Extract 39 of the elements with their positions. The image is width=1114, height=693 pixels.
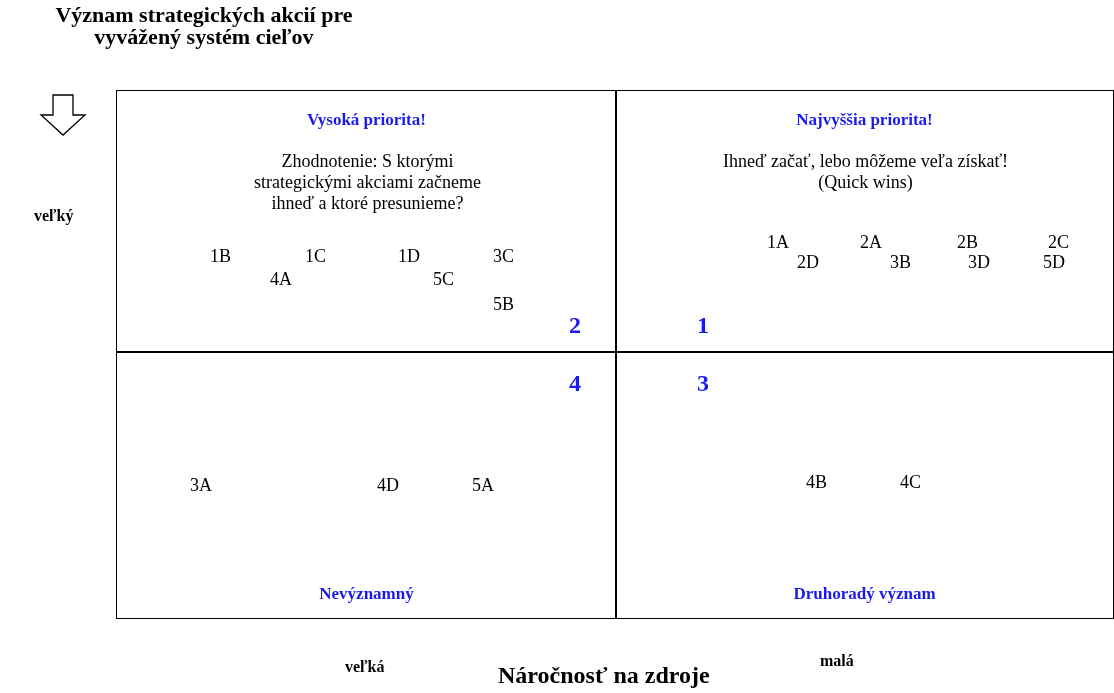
quadrant-box [615, 90, 1114, 353]
item-code: 3D [968, 252, 990, 273]
item-code: 4B [806, 472, 827, 493]
item-code: 4A [270, 269, 292, 290]
axis-title: Náročnosť na zdroje [498, 662, 710, 689]
axis-label: veľká [345, 658, 385, 676]
item-code: 1B [210, 246, 231, 267]
quadrant-box [116, 351, 617, 619]
item-code: 5D [1043, 252, 1065, 273]
quadrant-heading: Druhoradý význam [792, 583, 937, 604]
item-code: 4D [377, 475, 399, 496]
item-code: 2B [957, 232, 978, 253]
quadrant-heading: Najvyššia priorita! [795, 109, 934, 130]
item-code: 4C [900, 472, 921, 493]
quadrant-description: Zhodnotenie: S ktorými strategickými akciami začneme ihneď a ktoré presunieme? [253, 151, 482, 214]
diagram-title: Význam strategických akcií pre vyvážený systém cieľov [54, 4, 354, 48]
item-code: 5C [433, 269, 454, 290]
item-code: 5B [493, 294, 514, 315]
item-code: 2D [797, 252, 819, 273]
item-code: 3A [190, 475, 212, 496]
item-code: 1A [767, 232, 789, 253]
item-code: 3B [890, 252, 911, 273]
quadrant-box [116, 90, 617, 353]
item-code: 1C [305, 246, 326, 267]
quadrant-box [615, 351, 1114, 619]
quadrant-number: 1 [697, 312, 709, 339]
item-code: 3C [493, 246, 514, 267]
quadrant-number: 3 [697, 370, 709, 397]
item-code: 2A [860, 232, 882, 253]
quadrant-description: Ihneď začať, lebo môžeme veľa získať! (Quick wins) [721, 151, 1010, 193]
axis-label: malá [820, 652, 854, 670]
item-code: 2C [1048, 232, 1069, 253]
axis-label: veľký [34, 207, 74, 225]
item-code: 1D [398, 246, 420, 267]
quadrant-heading: Nevýznamný [318, 583, 415, 604]
quadrant-number: 4 [569, 370, 581, 397]
quadrant-number: 2 [569, 312, 581, 339]
quadrant-heading: Vysoká priorita! [306, 109, 427, 130]
item-code: 5A [472, 475, 494, 496]
